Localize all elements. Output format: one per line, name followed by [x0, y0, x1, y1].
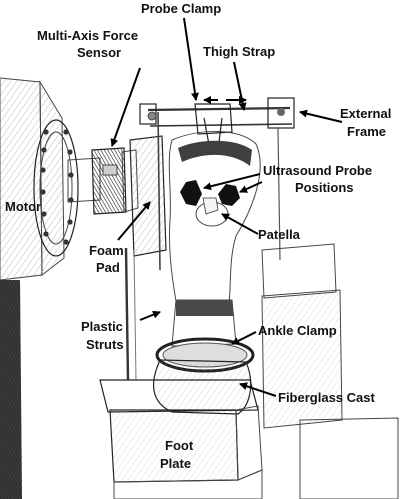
arrow-probe-1 [203, 173, 261, 191]
arrow-external-frame [299, 109, 343, 123]
arrow-foam-pad [117, 201, 151, 241]
label-foam-pad-line1: Foam [89, 243, 124, 258]
label-force-sensor-line2: Sensor [77, 45, 121, 60]
label-fiberglass-cast: Fiberglass Cast [278, 390, 375, 405]
label-patella: Patella [258, 227, 301, 242]
arrow-patella [221, 213, 259, 235]
foot-plate-illustration [99, 243, 399, 499]
ultrasound-probe-markers [180, 180, 240, 215]
label-plastic-struts-line2: Struts [86, 337, 124, 352]
arrow-ankle-clamp [231, 331, 257, 345]
external-frame-illustration [139, 97, 295, 271]
label-ultrasound-line1: Ultrasound Probe [263, 163, 372, 178]
labels: Probe Clamp Multi-Axis Force Sensor Thig… [5, 1, 391, 471]
arrow-force-sensor [110, 67, 141, 147]
arrow-probe-clamp [183, 17, 199, 101]
arrow-probe-2 [239, 181, 263, 193]
label-force-sensor-line1: Multi-Axis Force [37, 28, 138, 43]
label-arrows [110, 17, 343, 397]
label-motor: Motor [5, 199, 41, 214]
leg-illustration [124, 131, 261, 415]
motor-illustration [0, 77, 167, 499]
label-ultrasound-line2: Positions [295, 180, 354, 195]
label-external-frame-line1: External [340, 106, 391, 121]
arrow-plastic-struts [139, 310, 161, 321]
label-foot-plate-line1: Foot [165, 438, 194, 453]
label-plastic-struts-line1: Plastic [81, 319, 123, 334]
label-foot-plate-line2: Plate [160, 456, 191, 471]
arrow-thigh-strap-down [233, 61, 247, 111]
label-ankle-clamp: Ankle Clamp [258, 323, 337, 338]
label-external-frame-line2: Frame [347, 124, 386, 139]
label-foam-pad-line2: Pad [96, 260, 120, 275]
label-thigh-strap: Thigh Strap [203, 44, 275, 59]
arrow-fiberglass-cast [239, 382, 277, 397]
label-probe-clamp: Probe Clamp [141, 1, 221, 16]
